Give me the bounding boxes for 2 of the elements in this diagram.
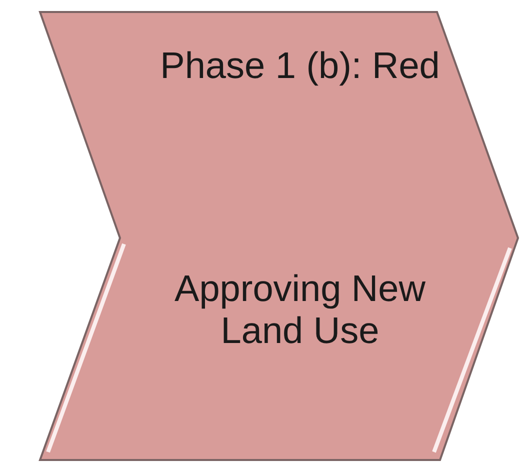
phase-description: Approving New Land Use: [174, 268, 426, 352]
phase-heading: Phase 1 (b): Red: [159, 45, 441, 87]
